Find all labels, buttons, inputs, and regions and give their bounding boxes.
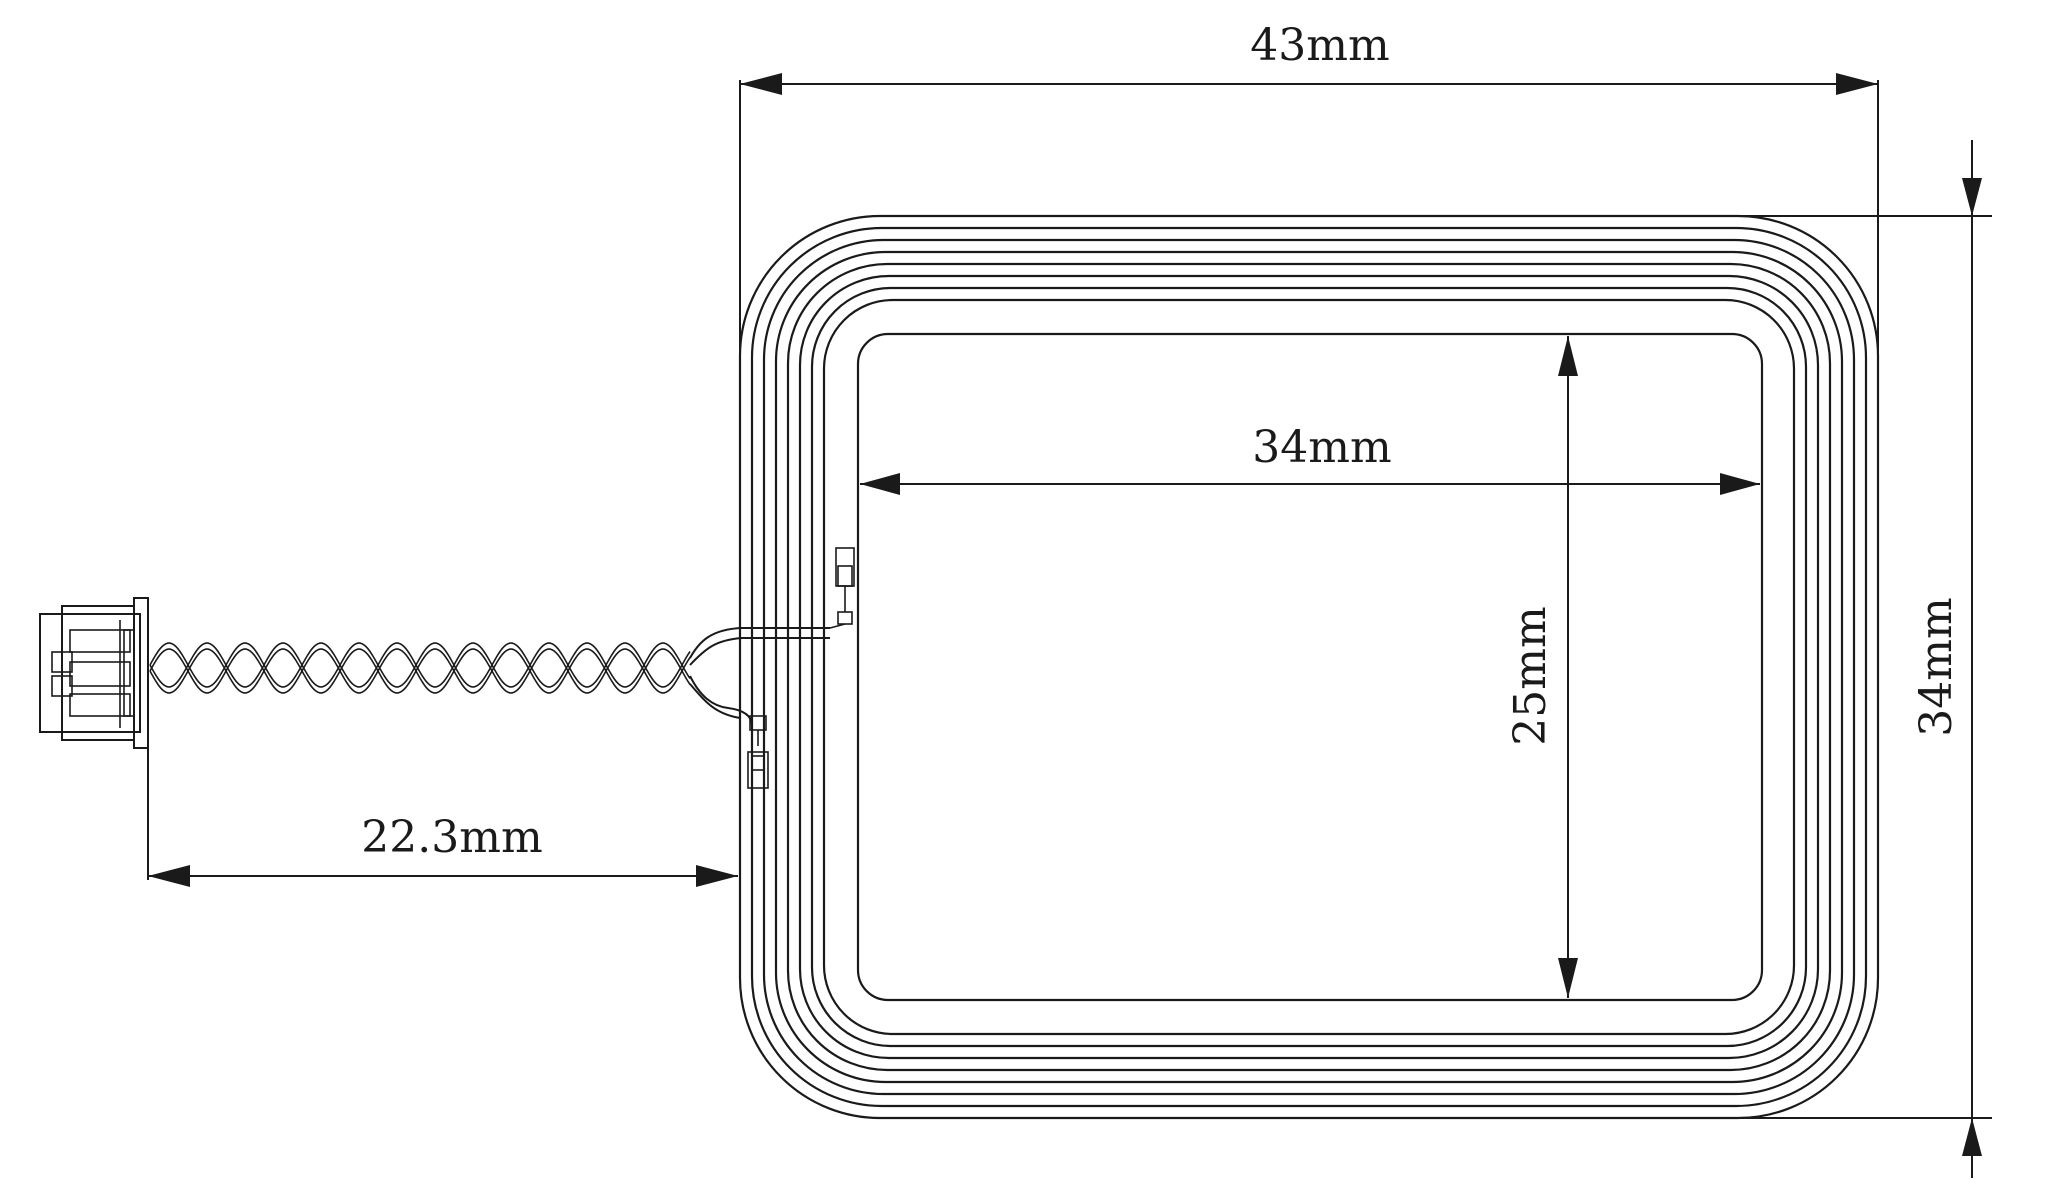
outer-height-label: 34mm (1911, 597, 1962, 736)
coil-turn (786, 262, 1832, 1072)
lead-wire-strand (149, 642, 691, 688)
coil-windings (738, 214, 1880, 1120)
lead-terminals (689, 547, 855, 789)
dimension-inner-height: 25mm (1505, 336, 1578, 998)
coil-turn (774, 250, 1844, 1084)
coil-turn (798, 274, 1820, 1060)
coil-turn (810, 286, 1808, 1048)
twisted-lead-wires (149, 642, 691, 694)
coil-turn (762, 238, 1856, 1096)
coil-turn (738, 214, 1880, 1120)
outer-width-label: 43mm (1250, 20, 1389, 71)
lead-wire-strand (149, 642, 691, 688)
inner-height-label: 25mm (1505, 606, 1556, 745)
inner-width-label: 34mm (1252, 422, 1391, 473)
dimension-lead-length: 22.3mm (147, 740, 738, 887)
coil-turn (822, 298, 1796, 1036)
lead-wire-strand (149, 648, 691, 694)
lead-wire-strand (149, 648, 691, 694)
dimension-outer-width: 43mm (739, 20, 1879, 600)
dimension-outer-height: 34mm (1720, 140, 1992, 1178)
lead-length-label: 22.3mm (361, 812, 542, 863)
connector (39, 597, 149, 749)
dimension-inner-width: 34mm (860, 422, 1760, 495)
coil-inner-edge (856, 332, 1764, 1002)
coil-turn (750, 226, 1868, 1108)
